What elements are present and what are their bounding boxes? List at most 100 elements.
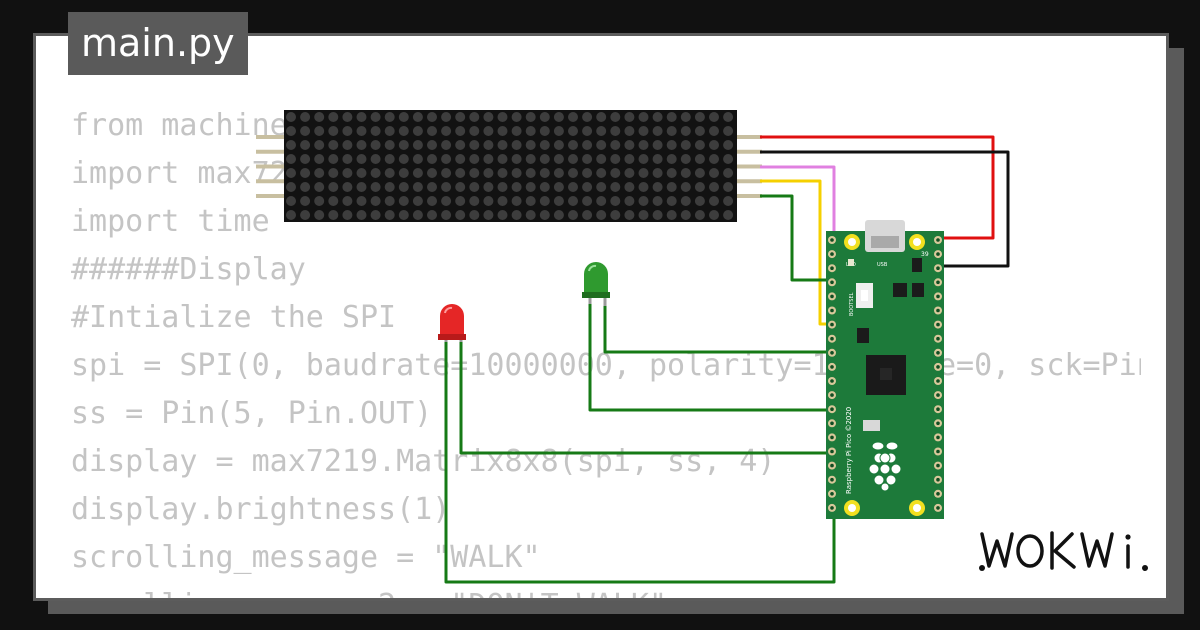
matrix-dot xyxy=(694,154,705,164)
matrix-input-pins xyxy=(256,135,284,198)
matrix-dot xyxy=(441,182,452,192)
pico-pin-hole xyxy=(830,336,834,341)
matrix-dot xyxy=(553,112,564,122)
matrix-dot xyxy=(286,112,296,122)
file-tab[interactable]: main.py xyxy=(68,12,248,75)
matrix-dot xyxy=(314,126,325,136)
matrix-dot xyxy=(694,168,705,178)
matrix-dot xyxy=(469,182,480,192)
pico-pin-hole xyxy=(830,266,834,271)
green-led[interactable] xyxy=(582,262,610,306)
matrix-dot xyxy=(497,126,508,136)
matrix-dot xyxy=(300,210,311,220)
pico-pin-hole xyxy=(830,477,834,482)
matrix-dot xyxy=(328,210,339,220)
matrix-dot xyxy=(525,210,536,220)
pico-pin-hole xyxy=(936,322,940,327)
matrix-dot xyxy=(539,182,550,192)
wire-red xyxy=(760,135,995,240)
matrix-dot xyxy=(652,210,663,220)
matrix-dot xyxy=(455,168,466,178)
matrix-dot xyxy=(723,126,734,136)
matrix-dot xyxy=(666,182,677,192)
matrix-dot xyxy=(539,112,550,122)
matrix-dot xyxy=(455,126,466,136)
matrix-dot xyxy=(300,168,311,178)
matrix-dot xyxy=(680,182,691,192)
matrix-dot xyxy=(384,154,395,164)
matrix-pin xyxy=(737,194,762,198)
matrix-dot xyxy=(624,126,635,136)
matrix-dot xyxy=(427,196,437,206)
matrix-dot xyxy=(694,140,705,150)
matrix-dot xyxy=(497,154,508,164)
matrix-dot xyxy=(680,154,691,164)
matrix-dot xyxy=(638,126,649,136)
matrix-dot xyxy=(356,196,367,206)
matrix-pin xyxy=(737,164,762,169)
matrix-dot xyxy=(483,140,494,150)
matrix-dot xyxy=(455,154,466,164)
matrix-dot xyxy=(553,154,564,164)
pico-pin-hole xyxy=(936,435,940,440)
matrix-dot xyxy=(455,210,466,220)
matrix-dot xyxy=(427,210,437,220)
matrix-dot xyxy=(582,126,593,136)
matrix-dot xyxy=(666,196,677,206)
led-matrix[interactable] xyxy=(256,110,762,222)
wire-yellow xyxy=(760,179,834,326)
matrix-dot xyxy=(286,126,296,136)
pico-pin-hole xyxy=(830,407,834,412)
code-line: ss = Pin(5, Pin.OUT) xyxy=(71,396,433,431)
matrix-dot xyxy=(412,182,423,192)
pico-pin-hole xyxy=(830,492,834,496)
pico-pin-hole xyxy=(936,407,940,412)
matrix-dot xyxy=(610,154,621,164)
red-led[interactable] xyxy=(438,304,466,342)
matrix-dot xyxy=(441,196,452,206)
matrix-dot xyxy=(723,210,734,220)
code-line: display.brightness(1) xyxy=(71,492,451,527)
pico-pin-hole xyxy=(936,351,940,355)
matrix-dot xyxy=(666,210,677,220)
matrix-dot xyxy=(384,196,395,206)
matrix-dot xyxy=(497,210,508,220)
matrix-dot xyxy=(469,168,480,178)
matrix-dot xyxy=(342,126,353,136)
matrix-dot xyxy=(483,168,494,178)
matrix-dot xyxy=(652,126,663,136)
matrix-dot xyxy=(427,182,437,192)
matrix-output-pins xyxy=(737,135,762,198)
matrix-pin xyxy=(256,164,284,169)
matrix-dot xyxy=(342,168,353,178)
matrix-dot xyxy=(328,196,339,206)
matrix-dot xyxy=(342,196,353,206)
pico-pin-hole xyxy=(936,252,940,256)
matrix-dot xyxy=(525,112,536,122)
pico-pin-hole xyxy=(936,379,940,383)
matrix-dot xyxy=(723,154,734,164)
matrix-dot xyxy=(568,196,578,206)
pin-39-label: 39 xyxy=(921,251,929,258)
matrix-dot xyxy=(441,126,452,136)
matrix-dot xyxy=(427,112,437,122)
matrix-dot xyxy=(370,182,381,192)
pico-pin-hole xyxy=(830,351,834,355)
pico-left-pins xyxy=(828,236,836,512)
pico-pin-hole xyxy=(936,336,940,341)
matrix-dot xyxy=(680,112,691,122)
matrix-dot xyxy=(553,196,564,206)
matrix-dot xyxy=(384,168,395,178)
matrix-dot xyxy=(568,210,578,220)
matrix-dot xyxy=(596,210,607,220)
matrix-dot xyxy=(539,210,550,220)
matrix-dot xyxy=(680,140,691,150)
matrix-dot xyxy=(666,112,677,122)
matrix-dot xyxy=(582,182,593,192)
matrix-dot xyxy=(666,168,677,178)
matrix-dot xyxy=(511,182,522,192)
pico-pin-hole xyxy=(936,393,940,397)
matrix-dot xyxy=(553,182,564,192)
pico-board[interactable]: LED USB 39 BOOTSEL Raspberry Pi Pico ©20… xyxy=(826,220,944,519)
